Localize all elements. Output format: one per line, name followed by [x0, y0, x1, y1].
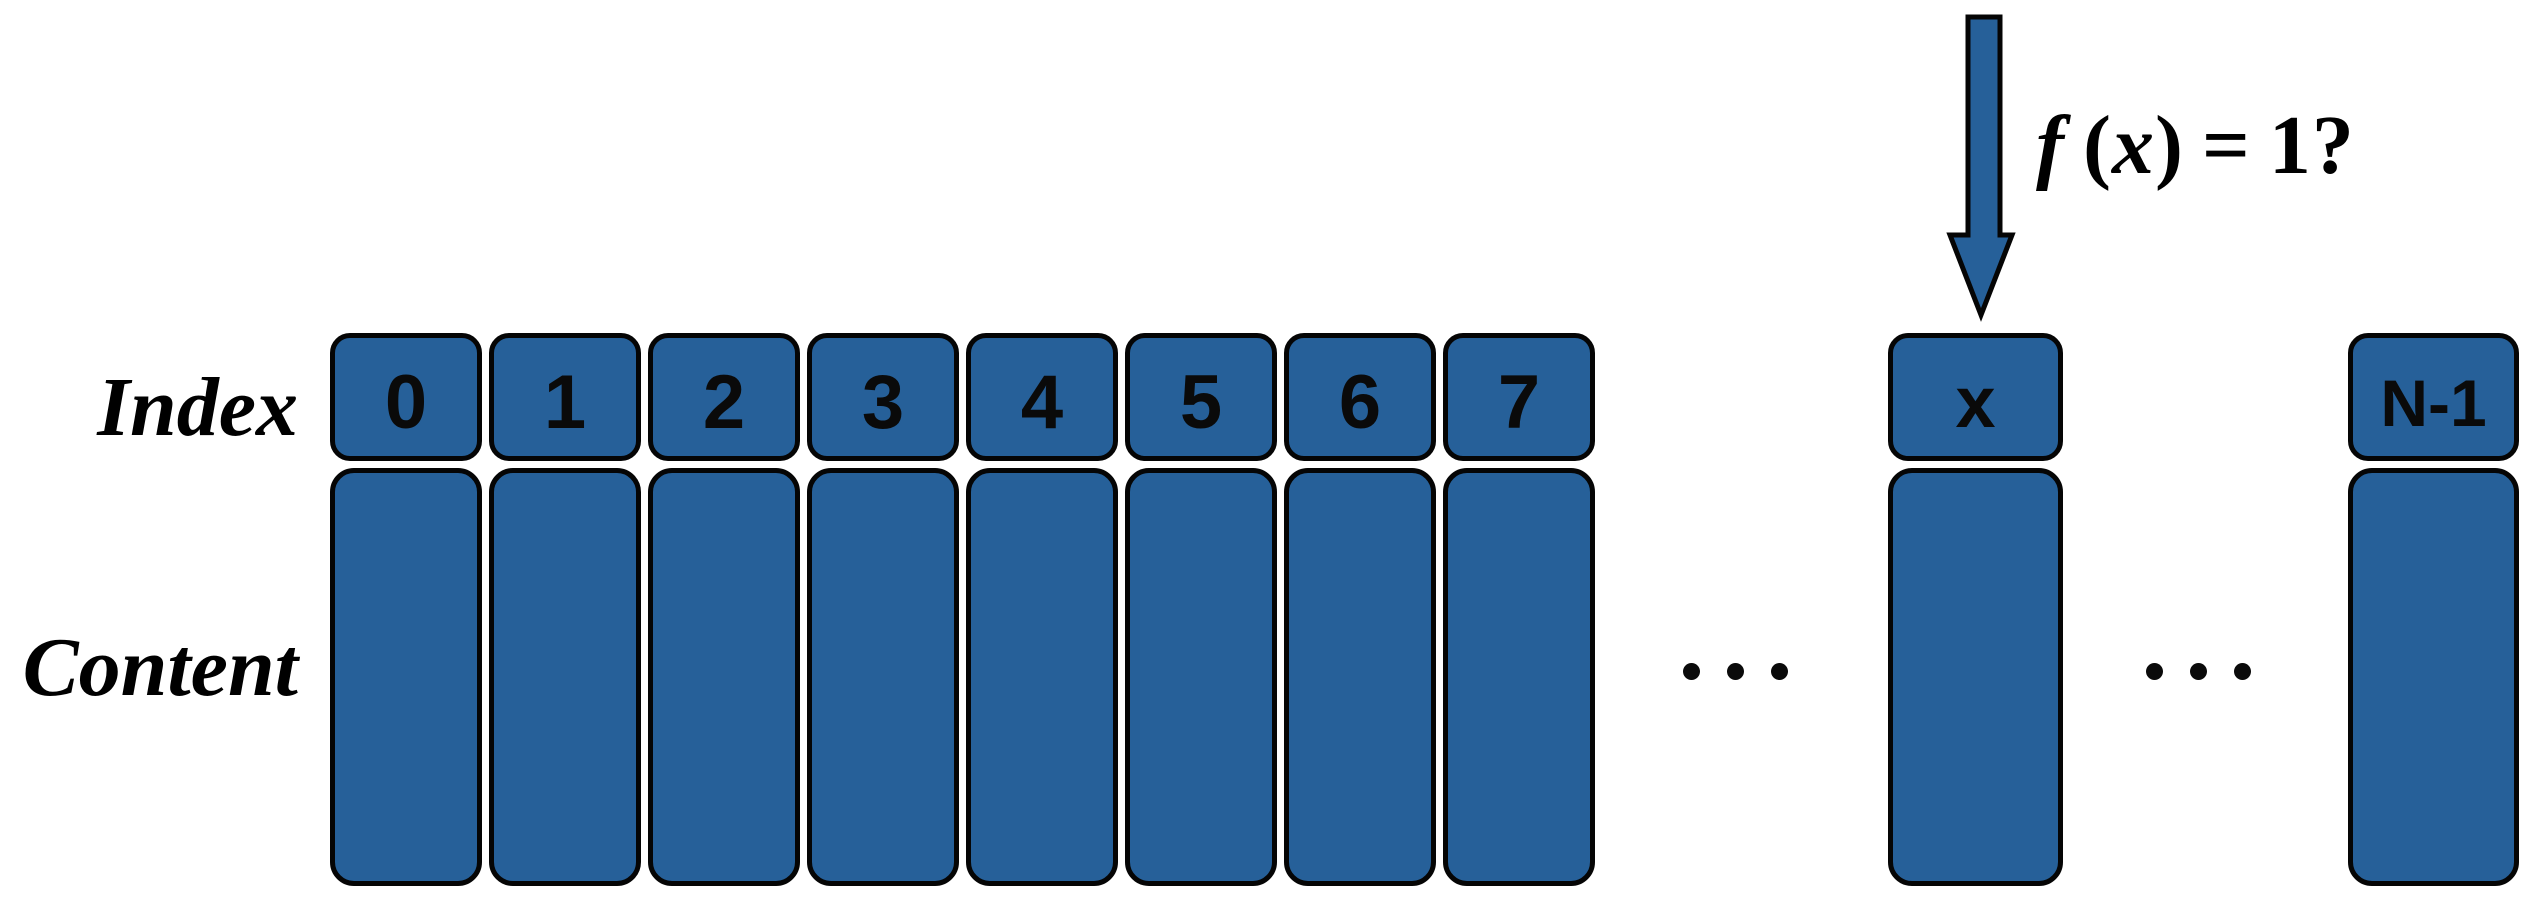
ellipsis-right-icon	[2146, 663, 2251, 680]
index-cell-box: 6	[1284, 333, 1436, 461]
array-column: 3	[807, 333, 959, 886]
query-index-box: x	[1888, 333, 2063, 461]
index-cell-label: 5	[1179, 360, 1223, 445]
index-cell-box: 3	[807, 333, 959, 461]
index-cell-label: 6	[1338, 360, 1382, 445]
dot-icon	[1727, 663, 1744, 680]
content-row-label: Content	[22, 621, 298, 714]
last-column: N-1	[2348, 333, 2519, 886]
index-cell-label: 2	[702, 360, 746, 445]
annotation-equals: =	[2201, 99, 2251, 192]
content-cell-box	[330, 468, 482, 886]
array-column: 0	[330, 333, 482, 886]
index-cell-box: 2	[648, 333, 800, 461]
dot-icon	[1683, 663, 1700, 680]
dot-icon	[2146, 663, 2163, 680]
array-column: 1	[489, 333, 641, 886]
query-index-label: x	[1955, 363, 1996, 443]
annotation-x: x	[2111, 99, 2155, 192]
oracle-query-annotation: f(x)=1?	[2036, 104, 2355, 188]
content-cell-box	[1443, 468, 1595, 886]
index-cell-box: 1	[489, 333, 641, 461]
annotation-lparen: (	[2082, 99, 2112, 192]
ellipsis-left-icon	[1683, 663, 1788, 680]
down-arrow-icon	[1946, 14, 2016, 322]
array-column: 7	[1443, 333, 1595, 886]
index-cell-label: 3	[861, 360, 905, 445]
index-cell-box: 0	[330, 333, 482, 461]
array-column: 4	[966, 333, 1118, 886]
index-cell-box: 5	[1125, 333, 1277, 461]
array-column: 2	[648, 333, 800, 886]
dot-icon	[2234, 663, 2251, 680]
index-cell-box: 4	[966, 333, 1118, 461]
index-row-label: Index	[97, 361, 298, 454]
annotation-f: f	[2036, 99, 2065, 192]
index-cell-label: 4	[1020, 360, 1064, 445]
index-cell-label: 7	[1497, 360, 1541, 445]
annotation-rparen: )	[2154, 99, 2184, 192]
index-cell-label: 1	[543, 360, 587, 445]
annotation-question: ?	[2311, 99, 2355, 192]
query-content-box	[1888, 468, 2063, 886]
index-cell-box: 7	[1443, 333, 1595, 461]
last-index-box: N-1	[2348, 333, 2519, 461]
dot-icon	[2190, 663, 2207, 680]
last-index-label: N-1	[2380, 366, 2487, 440]
array-column: 5	[1125, 333, 1277, 886]
index-cell-label: 0	[384, 360, 428, 445]
content-cell-box	[966, 468, 1118, 886]
array-column: 6	[1284, 333, 1436, 886]
content-cell-box	[648, 468, 800, 886]
dot-icon	[1771, 663, 1788, 680]
annotation-value: 1	[2268, 99, 2312, 192]
content-cell-box	[1125, 468, 1277, 886]
content-cell-box	[489, 468, 641, 886]
content-cell-box	[1284, 468, 1436, 886]
content-cell-box	[807, 468, 959, 886]
last-content-box	[2348, 468, 2519, 886]
query-column: x	[1888, 333, 2063, 886]
